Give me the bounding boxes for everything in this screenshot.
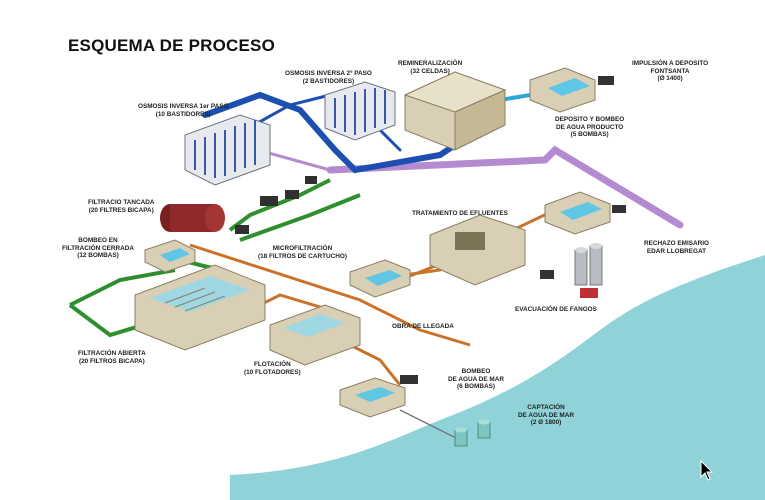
sludge-silos: [574, 243, 603, 298]
closed-filtration: [160, 204, 225, 232]
sea-area: [230, 255, 765, 500]
product-deposit: [529, 67, 614, 113]
effluent-treatment: [429, 214, 554, 286]
label-obra: OBRA DE LLEGADA: [392, 323, 454, 330]
label-evacuacion: EVACUACIÓN DE FANGOS: [515, 306, 597, 313]
microfiltration-units: [235, 176, 317, 234]
osmosis-1-racks: [184, 114, 271, 186]
label-osmosis-2: OSMOSIS INVERSA 2º PASO(2 BASTIDORES): [285, 70, 372, 85]
pump-tanks: [144, 191, 626, 298]
diagram-title: ESQUEMA DE PROCESO: [68, 36, 276, 55]
seawater-pumping: [339, 375, 418, 418]
label-flotacion: FLOTACIÓN(10 FLOTADORES): [244, 361, 301, 376]
flotation-units: [269, 304, 361, 366]
open-filtration: [134, 264, 266, 351]
label-tratamiento: TRATAMIENTO DE EFLUENTES: [412, 210, 508, 217]
label-microfiltracion: MICROFILTRACIÓN(18 FILTROS DE CARTUCHO): [258, 245, 347, 260]
label-filtracion-abierta: FILTRACIÓN ABIERTA(20 FILTROS BICAPA): [78, 350, 146, 365]
label-remineralization: REMINERALIZACIÓN(32 CELDAS): [398, 60, 463, 75]
label-filtracion-tancada: FILTRACIO TANCADA(20 FILTRES BICAPA): [88, 199, 155, 214]
label-osmosis-1: OSMOSIS INVERSA 1er PASO(10 BASTIDORES): [138, 103, 229, 118]
remineralization-building: [403, 71, 507, 151]
osmosis-2-racks: [324, 81, 396, 141]
mouse-cursor-icon: [700, 460, 714, 481]
intake-towers: [399, 409, 491, 447]
